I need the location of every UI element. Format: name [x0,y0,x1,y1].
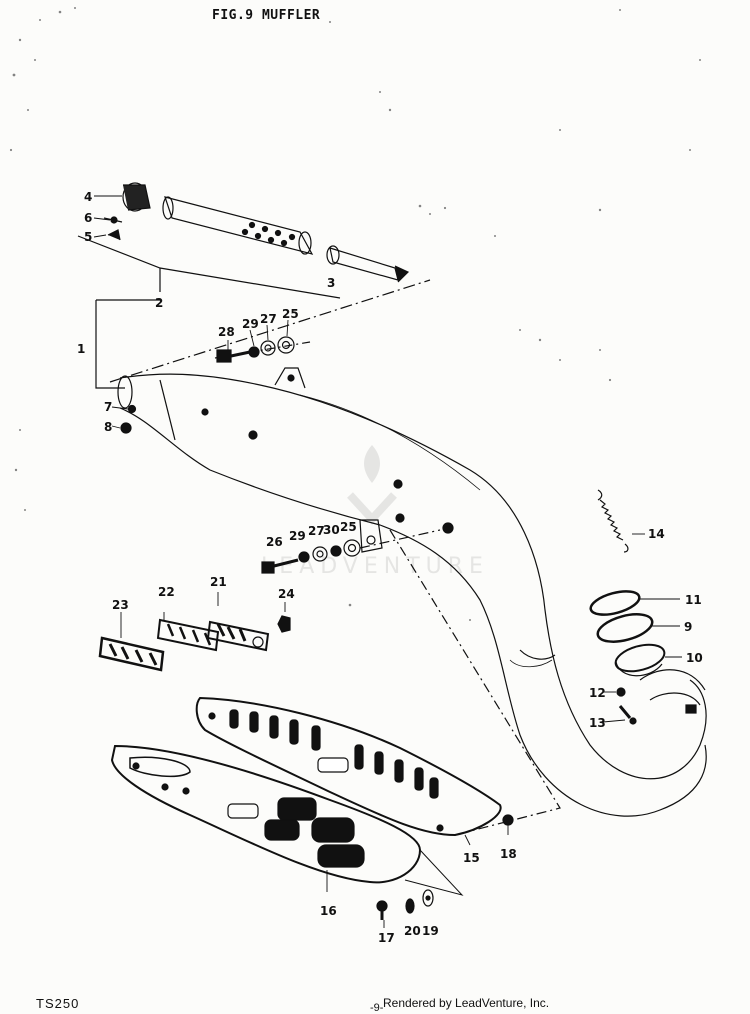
callout-27-lower: 27 [308,524,325,538]
callout-29-lower: 29 [289,529,306,543]
parts-12-13 [616,687,697,725]
footer-model: TS250 [36,996,80,1011]
callout-29-upper: 29 [242,317,259,331]
callout-27-upper: 27 [260,312,277,326]
callout-17: 17 [378,931,395,945]
callout-15: 15 [463,851,480,865]
callout-16: 16 [320,904,337,918]
parts-7-8 [120,404,137,434]
callout-labels: 1 2 3 4 5 6 7 8 9 10 11 12 13 14 15 16 1… [77,190,703,945]
callout-8: 8 [104,420,112,434]
callout-19: 19 [422,924,439,938]
emblem-21 [206,620,270,652]
callout-6: 6 [84,211,92,225]
callout-1: 1 [77,342,85,356]
callout-7: 7 [104,400,112,414]
footer-page-number: -9- [370,1002,384,1014]
callout-30: 30 [323,523,340,537]
callout-13: 13 [589,716,606,730]
parts-17-20 [376,529,561,920]
footer-credit: Rendered by LeadVenture, Inc. [383,996,550,1010]
callout-20: 20 [404,924,421,938]
callout-3: 3 [327,276,335,290]
callout-28: 28 [218,325,235,339]
emblem-22 [156,618,220,652]
spring-14 [597,489,629,553]
callout-26: 26 [266,535,283,549]
watermark: LEADVENTURE [261,445,489,579]
exhaust-pipe-body [117,367,707,817]
callout-14: 14 [648,527,665,541]
callout-24: 24 [278,587,295,601]
silencer-inner-pipe [103,182,410,283]
watermark-text: LEADVENTURE [261,554,489,579]
heat-shield-16 [110,744,422,884]
callout-12: 12 [589,686,606,700]
callout-25-lower: 25 [340,520,357,534]
callout-11: 11 [685,593,702,607]
callout-25-upper: 25 [282,307,299,321]
upper-bolt-set [216,336,295,363]
lower-bolt-set [261,529,441,574]
callout-9: 9 [684,620,692,634]
leader-lines [93,195,682,928]
callout-2: 2 [155,296,163,310]
heat-shield-15 [195,696,502,837]
nut-24 [277,615,291,633]
gaskets-9-10-11 [589,590,666,677]
callout-10: 10 [686,651,703,665]
callout-4: 4 [84,190,92,204]
figure-title: FIG.9 MUFFLER [212,8,321,23]
callout-21: 21 [210,575,227,589]
scan-noise [9,7,701,621]
group-bracket-lines [77,235,431,389]
callout-5: 5 [84,230,92,244]
callout-23: 23 [112,598,129,612]
callout-22: 22 [158,585,175,599]
callout-18: 18 [500,847,517,861]
emblem-23 [98,636,165,672]
